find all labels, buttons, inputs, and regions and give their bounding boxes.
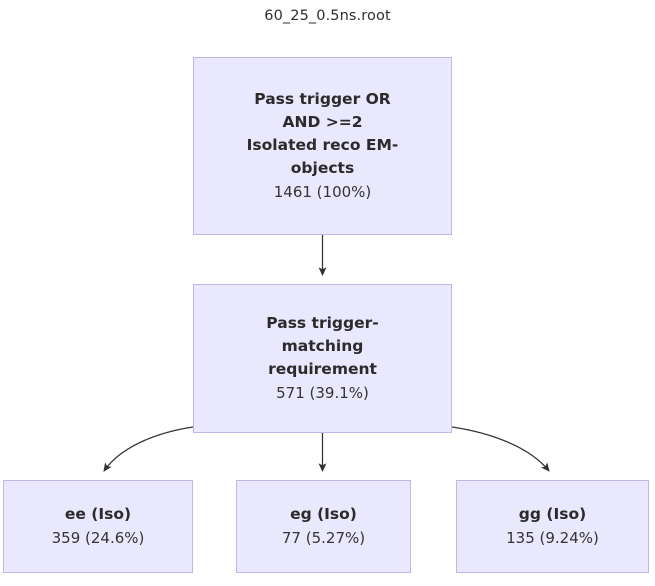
node-ee-iso[interactable]: ee (Iso) 359 (24.6%) — [3, 480, 193, 573]
node-count: 77 (5.27%) — [281, 529, 366, 548]
edge-match-to-gg — [451, 426, 550, 472]
node-label: eg (Iso) — [290, 505, 357, 524]
node-count: 571 (39.1%) — [276, 384, 369, 403]
node-label: gg (Iso) — [518, 505, 587, 524]
diagram-title: 60_25_0.5ns.root — [264, 8, 391, 24]
node-pass-trigger-or[interactable]: Pass trigger OR AND >=2 Isolated reco EM… — [193, 57, 452, 235]
node-label: ee (Iso) — [64, 505, 132, 524]
node-count: 1461 (100%) — [273, 183, 372, 202]
edge-match-to-ee — [103, 426, 194, 472]
node-count: 359 (24.6%) — [51, 529, 145, 548]
node-gg-iso[interactable]: gg (Iso) 135 (9.24%) — [456, 480, 649, 573]
node-count: 135 (9.24%) — [506, 529, 599, 548]
node-label: Pass trigger- matching requirement — [266, 314, 379, 379]
node-label: Pass trigger OR AND >=2 Isolated reco EM… — [246, 90, 399, 178]
node-pass-trigger-matching[interactable]: Pass trigger- matching requirement 571 (… — [193, 284, 452, 433]
node-eg-iso[interactable]: eg (Iso) 77 (5.27%) — [236, 480, 411, 573]
